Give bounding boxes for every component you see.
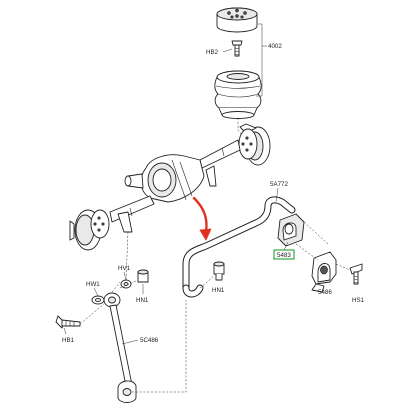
callout-hw1: HW1 <box>86 281 100 288</box>
stabilizer-link[interactable] <box>103 292 137 403</box>
stabilizer-bushing[interactable] <box>277 213 305 247</box>
hb1-bolt[interactable] <box>55 315 81 329</box>
callout-hb1: HB1 <box>62 337 75 344</box>
callout-5483[interactable]: 5483 <box>277 252 291 259</box>
callout-hn1-left: HN1 <box>136 297 149 304</box>
callout-5486: 5486 <box>318 289 332 296</box>
air-spring-bellows[interactable] <box>214 70 262 119</box>
callout-5c486: 5C486 <box>140 337 159 344</box>
callout-5a772: 5A772 <box>270 181 288 188</box>
callout-4002: 4002 <box>268 43 282 50</box>
hb2-bolt[interactable] <box>231 40 243 57</box>
curved-red-arrow-icon <box>192 196 212 241</box>
hw1-washer[interactable] <box>91 295 105 305</box>
callout-hs1: HS1 <box>352 297 365 304</box>
callout-hb2: HB2 <box>206 49 219 56</box>
hs1-bolt[interactable] <box>349 263 363 285</box>
stabilizer-bar[interactable] <box>182 196 296 298</box>
hn1-nut-right[interactable] <box>213 261 225 281</box>
hn1-nut-left[interactable] <box>137 269 149 283</box>
hv1-washer[interactable] <box>120 279 132 289</box>
callout-hv1: HV1 <box>118 265 131 272</box>
rear-axle-assembly[interactable] <box>69 123 271 251</box>
upper-mount-disc[interactable] <box>216 7 258 33</box>
callout-hn1-right: HN1 <box>212 287 225 294</box>
